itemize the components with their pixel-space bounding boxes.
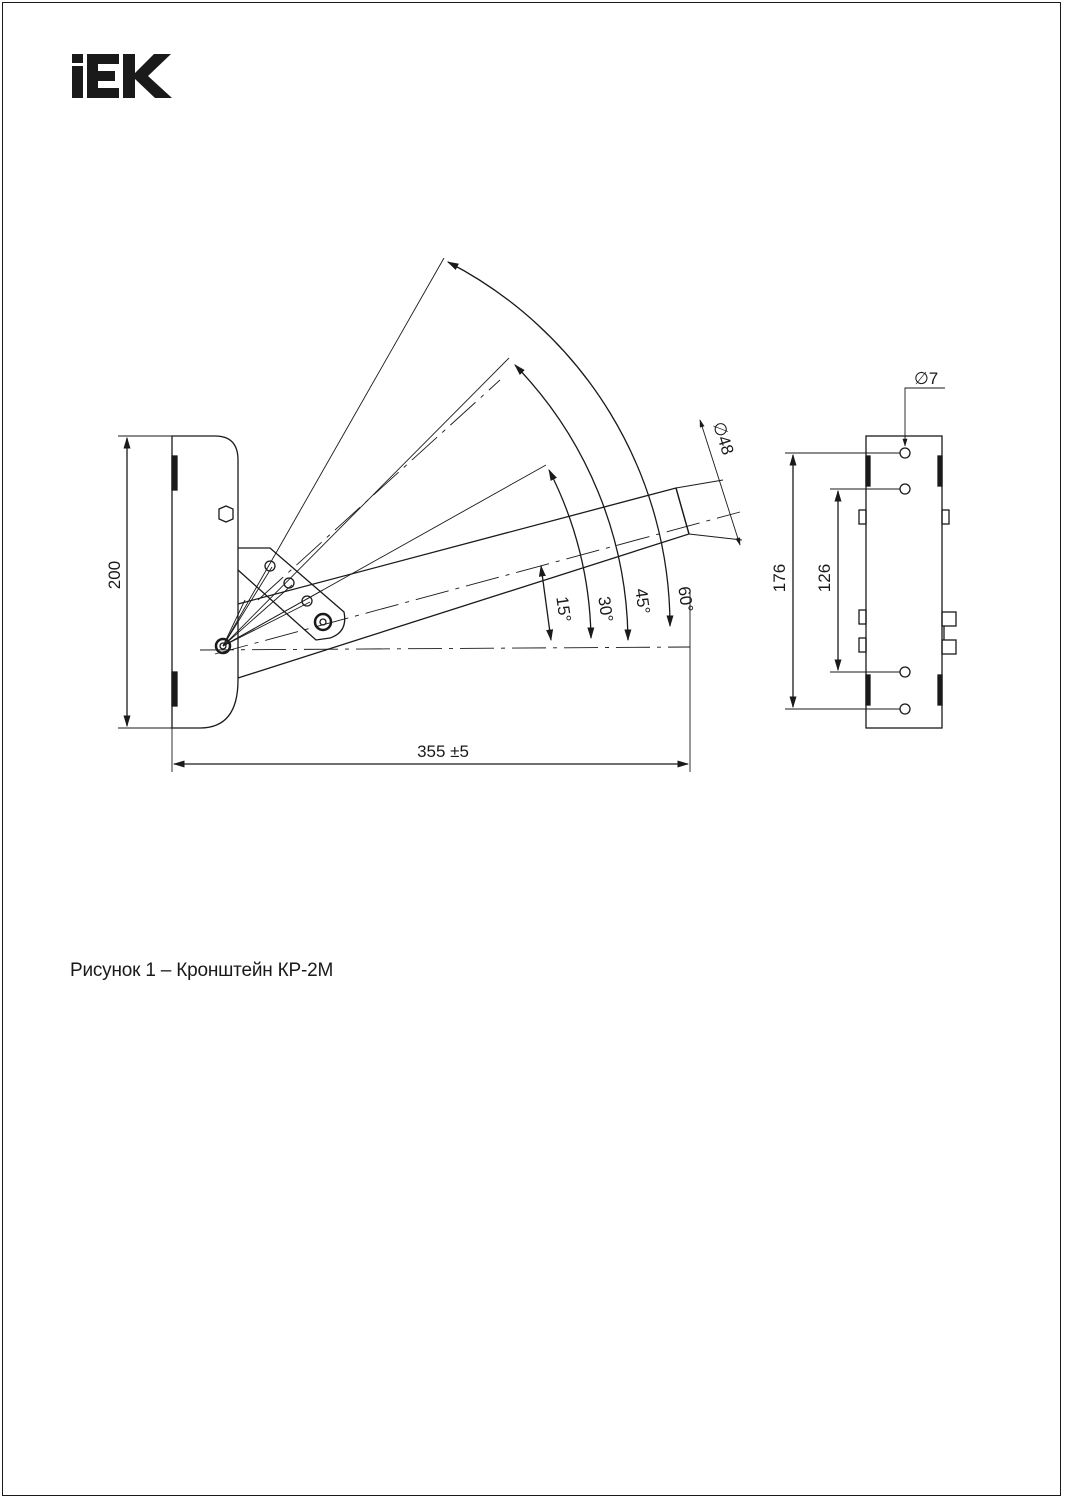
iek-logo: [72, 54, 172, 98]
side-hole-2: [899, 483, 911, 495]
label-45: 45°: [631, 587, 653, 615]
dim-hole-7-leader: [902, 387, 945, 447]
link-bolt: [313, 612, 333, 632]
centerlines: [199, 379, 741, 655]
base-plate: [171, 435, 239, 729]
label-diameter-7: ∅7: [914, 369, 938, 388]
hinge-link: [237, 547, 346, 641]
arc-60: [446, 261, 674, 628]
side-hole-3: [899, 666, 911, 678]
pivot-bolt: [214, 637, 232, 655]
label-diameter-48: ∅48: [709, 419, 737, 457]
side-hole-4: [899, 703, 911, 715]
figure-caption: Рисунок 1 – Кронштейн КР-2М: [70, 960, 334, 981]
label-355: 355 ±5: [417, 742, 469, 761]
plate-slot-bottom: [171, 671, 178, 707]
label-30: 30°: [594, 595, 616, 623]
arc-30: [548, 468, 595, 640]
label-200: 200: [105, 561, 124, 589]
label-126: 126: [815, 564, 834, 592]
dim-diameter-48: [699, 419, 741, 546]
hex-nut: [218, 505, 234, 523]
arc-45: [514, 364, 632, 642]
label-176: 176: [770, 564, 789, 592]
side-hole-1: [899, 447, 911, 459]
side-plate: [865, 435, 943, 729]
label-15: 15°: [552, 595, 574, 623]
arc-15: [538, 564, 554, 642]
plate-slot-top: [171, 455, 178, 491]
label-60: 60°: [674, 585, 696, 613]
